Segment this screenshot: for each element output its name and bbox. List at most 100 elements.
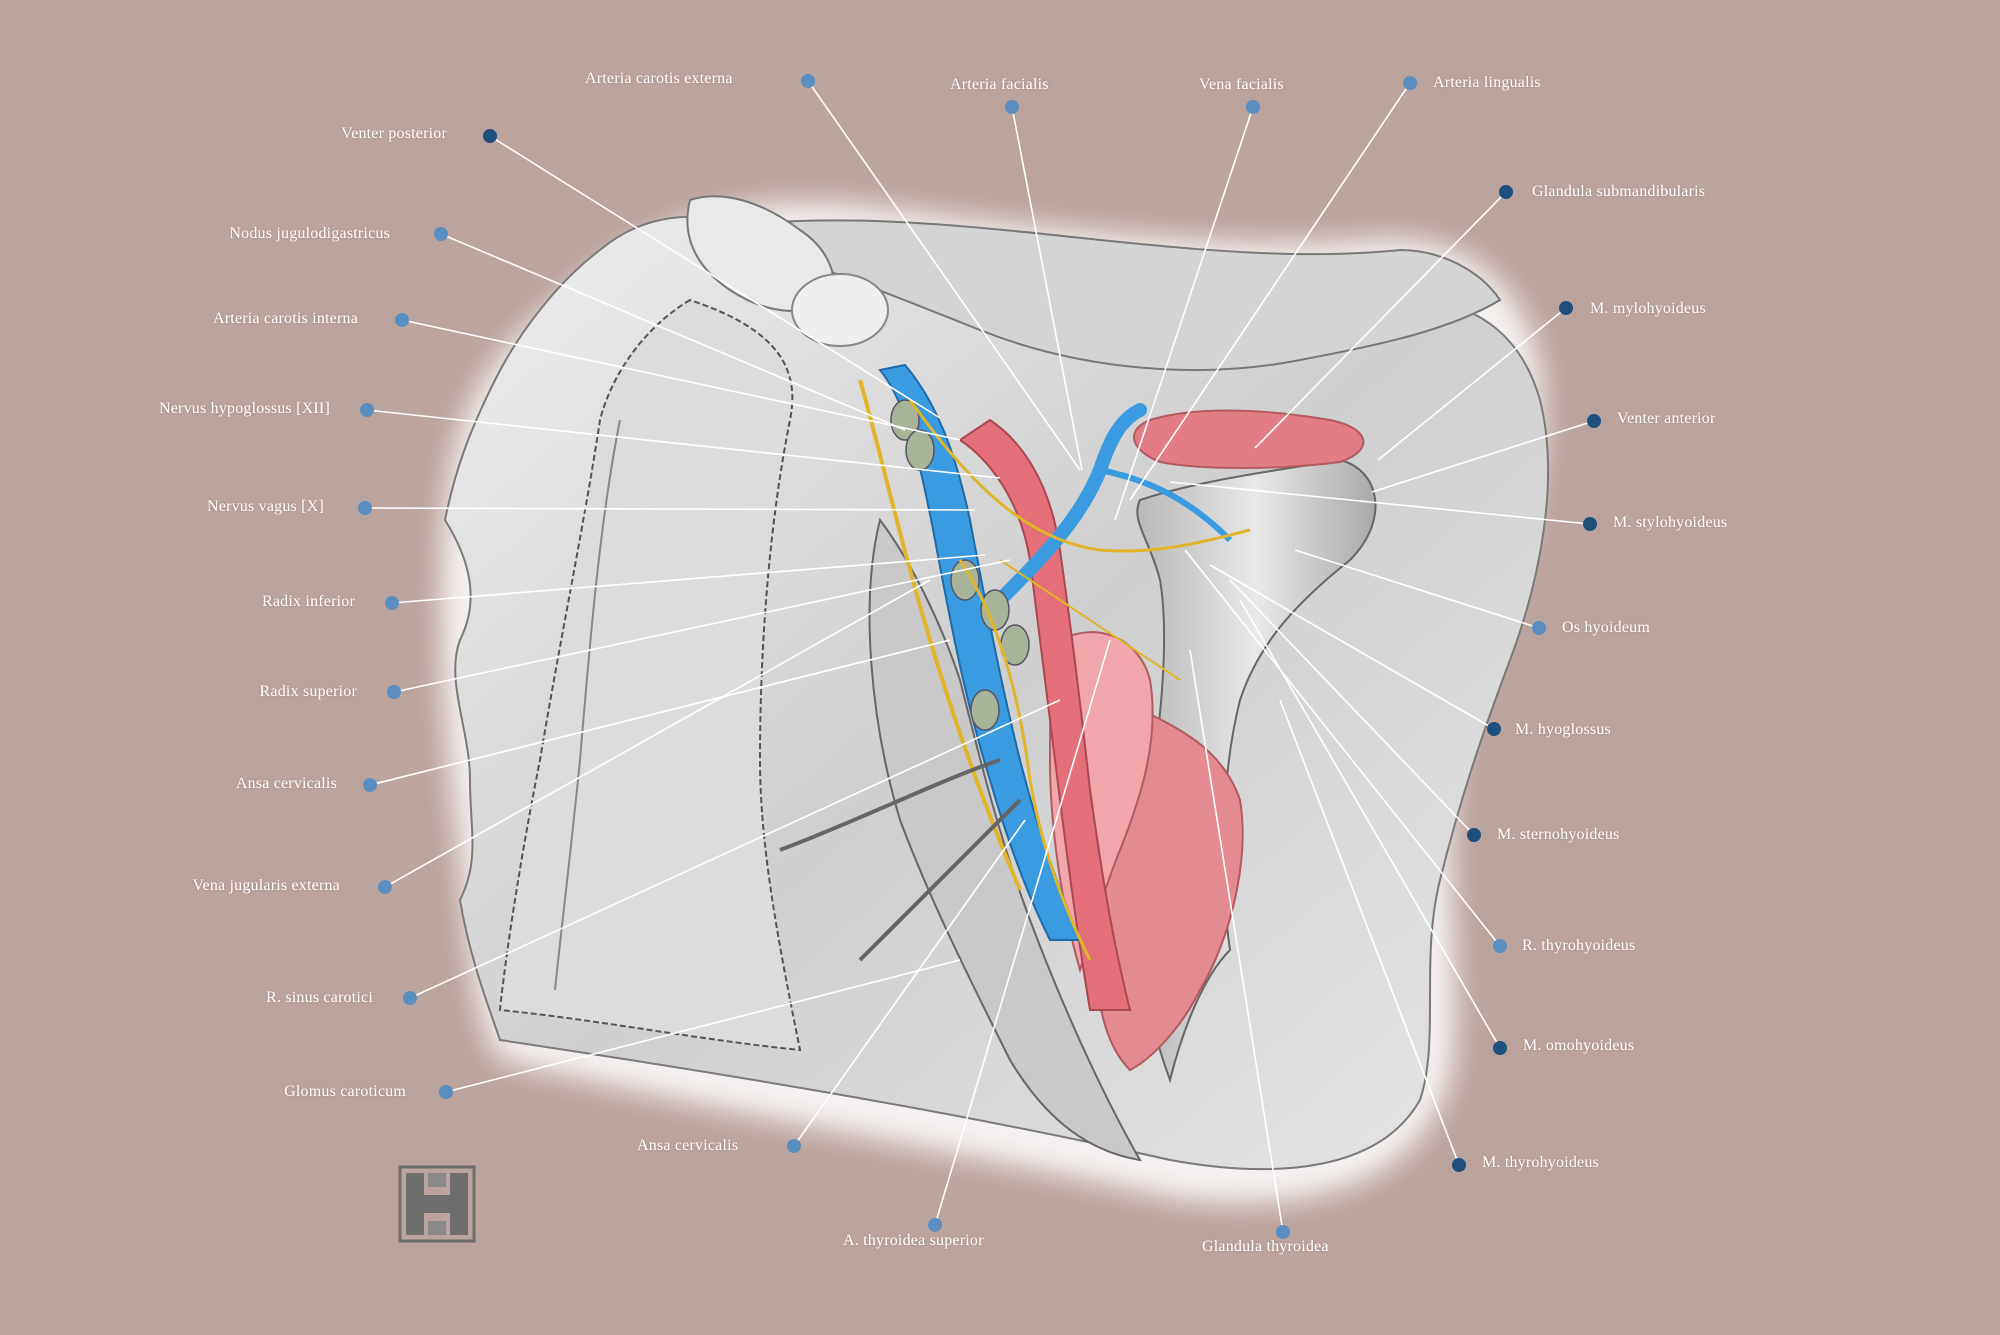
- leader-dot: [1587, 414, 1601, 428]
- leader-dot: [1532, 621, 1546, 635]
- leader-line: [1254, 191, 1507, 449]
- mandible-region: [699, 219, 1502, 371]
- nerve-hypoglossus: [908, 399, 1251, 553]
- label-glomus-caroticum: Glomus caroticum: [284, 1083, 406, 1100]
- leader-line: [1239, 599, 1501, 1049]
- label-arteria-carotis-interna: Arteria carotis interna: [213, 310, 358, 327]
- facial-vein: [993, 403, 1147, 607]
- leader-dot: [787, 1139, 801, 1153]
- label-glandula-submandibularis: Glandula submandibularis: [1532, 183, 1706, 200]
- leader-line: [1229, 579, 1475, 836]
- leader-line: [384, 579, 931, 888]
- leader-dot: [928, 1218, 942, 1232]
- leader-line: [1209, 564, 1495, 730]
- leader-line: [934, 639, 1111, 1226]
- leader-dot: [1005, 100, 1019, 114]
- leader-dot: [483, 129, 497, 143]
- leader-dot: [1487, 722, 1501, 736]
- leader-line: [1371, 420, 1595, 493]
- leader-dot: [385, 596, 399, 610]
- lingual-vein: [1099, 467, 1233, 543]
- leader-line: [409, 699, 1061, 999]
- label-arteria-lingualis: Arteria lingualis: [1433, 74, 1541, 91]
- leader-dot: [403, 991, 417, 1005]
- label-r-thyrohyoideus: R. thyrohyoideus: [1522, 937, 1636, 954]
- leader-line: [807, 80, 1081, 471]
- leader-dots: [358, 74, 1601, 1239]
- leader-line: [445, 959, 961, 1093]
- nerve-vagus: [858, 379, 1022, 891]
- leader-dot: [439, 1085, 453, 1099]
- lymph-node: [905, 429, 935, 471]
- leader-line: [1189, 649, 1284, 1233]
- label-ansa-cervicalis: Ansa cervicalis: [235, 775, 337, 792]
- leader-dot: [387, 685, 401, 699]
- lymph-node: [950, 559, 980, 601]
- leader-dot: [801, 74, 815, 88]
- label-venter-anterior: Venter anterior: [1617, 410, 1716, 427]
- leader-dot: [378, 880, 392, 894]
- publisher-logo: [398, 1165, 476, 1243]
- label-os-hyoideum: Os hyoideum: [1562, 619, 1650, 636]
- leader-line: [1129, 82, 1411, 501]
- label-radix-superior: Radix superior: [259, 683, 357, 700]
- label-radix-inferior: Radix inferior: [262, 593, 355, 610]
- leader-line: [793, 819, 1026, 1147]
- label-nervus-hypoglossus: Nervus hypoglossus [XII]: [158, 400, 330, 417]
- label-arteria-carotis-externa: Arteria carotis externa: [585, 70, 733, 87]
- label-glandula-thyroidea: Glandula thyroidea: [1202, 1238, 1329, 1255]
- label-vena-facialis: Vena facialis: [1199, 76, 1284, 93]
- label-m-thyrohyoideus: M. thyrohyoideus: [1482, 1154, 1599, 1171]
- retractor-hook: [779, 758, 1001, 852]
- leader-dot: [358, 501, 372, 515]
- leader-line: [393, 559, 1011, 693]
- leader-dot: [363, 778, 377, 792]
- label-r-sinus-carotici: R. sinus carotici: [266, 989, 373, 1006]
- leader-line: [1169, 481, 1591, 525]
- nerve-ansa: [958, 559, 1092, 961]
- leader-dot: [1493, 1041, 1507, 1055]
- label-vena-jugularis-externa: Vena jugularis externa: [192, 877, 340, 894]
- leader-dot: [1583, 517, 1597, 531]
- leader-dot: [1276, 1225, 1290, 1239]
- nerve-branch: [999, 559, 1181, 681]
- label-venter-posterior: Venter posterior: [341, 125, 447, 142]
- leader-dot: [1452, 1158, 1466, 1172]
- leader-line: [440, 233, 906, 431]
- leader-line: [1184, 549, 1501, 947]
- leader-dot: [1403, 76, 1417, 90]
- leader-dot: [434, 227, 448, 241]
- leader-line: [364, 507, 976, 511]
- retractor-hook: [858, 798, 1022, 962]
- leader-line: [401, 319, 961, 441]
- leader-dot: [360, 403, 374, 417]
- lymph-node-large: [791, 273, 889, 347]
- leader-line: [1279, 699, 1460, 1166]
- lymph-node: [970, 689, 1000, 731]
- leader-line: [366, 409, 1001, 479]
- leader-dot: [395, 313, 409, 327]
- label-m-mylohyoideus: M. mylohyoideus: [1590, 300, 1706, 317]
- leader-line: [1377, 307, 1567, 461]
- leader-dot: [1467, 828, 1481, 842]
- label-m-sternohyoideus: M. sternohyoideus: [1497, 826, 1620, 843]
- leader-line: [369, 639, 951, 786]
- leader-line: [1294, 549, 1540, 629]
- label-m-stylohyoideus: M. stylohyoideus: [1613, 514, 1728, 531]
- leader-line: [489, 135, 941, 419]
- leader-line: [1114, 106, 1254, 521]
- leader-lines: [364, 80, 1595, 1233]
- label-ansa-cervicalis-bottom: Ansa cervicalis: [637, 1137, 739, 1154]
- label-m-hyoglossus: M. hyoglossus: [1515, 721, 1611, 738]
- leader-dot: [1493, 939, 1507, 953]
- label-arteria-facialis: Arteria facialis: [950, 76, 1049, 93]
- leader-dot: [1559, 301, 1573, 315]
- leader-dot: [1499, 185, 1513, 199]
- leader-dot: [1246, 100, 1260, 114]
- label-m-omohyoideus: M. omohyoideus: [1523, 1037, 1635, 1054]
- label-a-thyroidea-superior: A. thyroidea superior: [843, 1232, 984, 1249]
- lymph-node: [980, 589, 1010, 631]
- leader-line: [1011, 106, 1083, 471]
